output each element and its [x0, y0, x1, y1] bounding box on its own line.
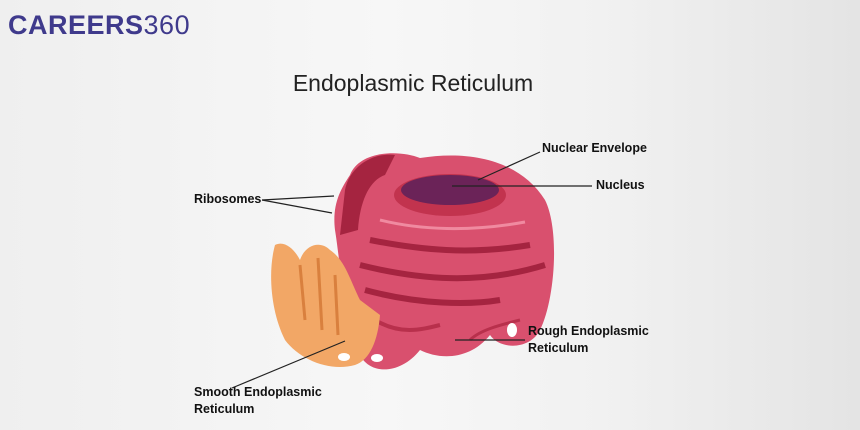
label-smooth-er-line1: Smooth Endoplasmic [194, 385, 322, 399]
logo-brand: CAREERS [8, 10, 144, 40]
careers360-logo: CAREERS360 [8, 10, 190, 41]
leader-lines [231, 151, 592, 389]
nuclear-envelope-line [477, 151, 541, 181]
diagram-title: Endoplasmic Reticulum [292, 70, 534, 96]
label-nuclear-envelope: Nuclear Envelope [542, 141, 647, 155]
label-smooth-er: Smooth Endoplasmic Reticulum [194, 384, 322, 418]
label-rough-er: Rough Endoplasmic Reticulum [528, 323, 649, 357]
label-nucleus: Nucleus [596, 178, 645, 192]
smooth-er-shape [271, 243, 380, 368]
label-ribosomes: Ribosomes [194, 192, 262, 206]
label-rough-er-line2: Reticulum [528, 341, 589, 355]
label-smooth-er-line2: Reticulum [194, 402, 255, 416]
logo-number: 360 [143, 10, 191, 40]
smooth-er-line [231, 340, 346, 389]
ribosomes-line-2 [261, 199, 333, 214]
label-rough-er-line1: Rough Endoplasmic [528, 324, 649, 338]
ribosomes-line-1 [261, 195, 335, 201]
rough-er-shape [334, 153, 555, 370]
nucleus-shape [394, 174, 506, 216]
